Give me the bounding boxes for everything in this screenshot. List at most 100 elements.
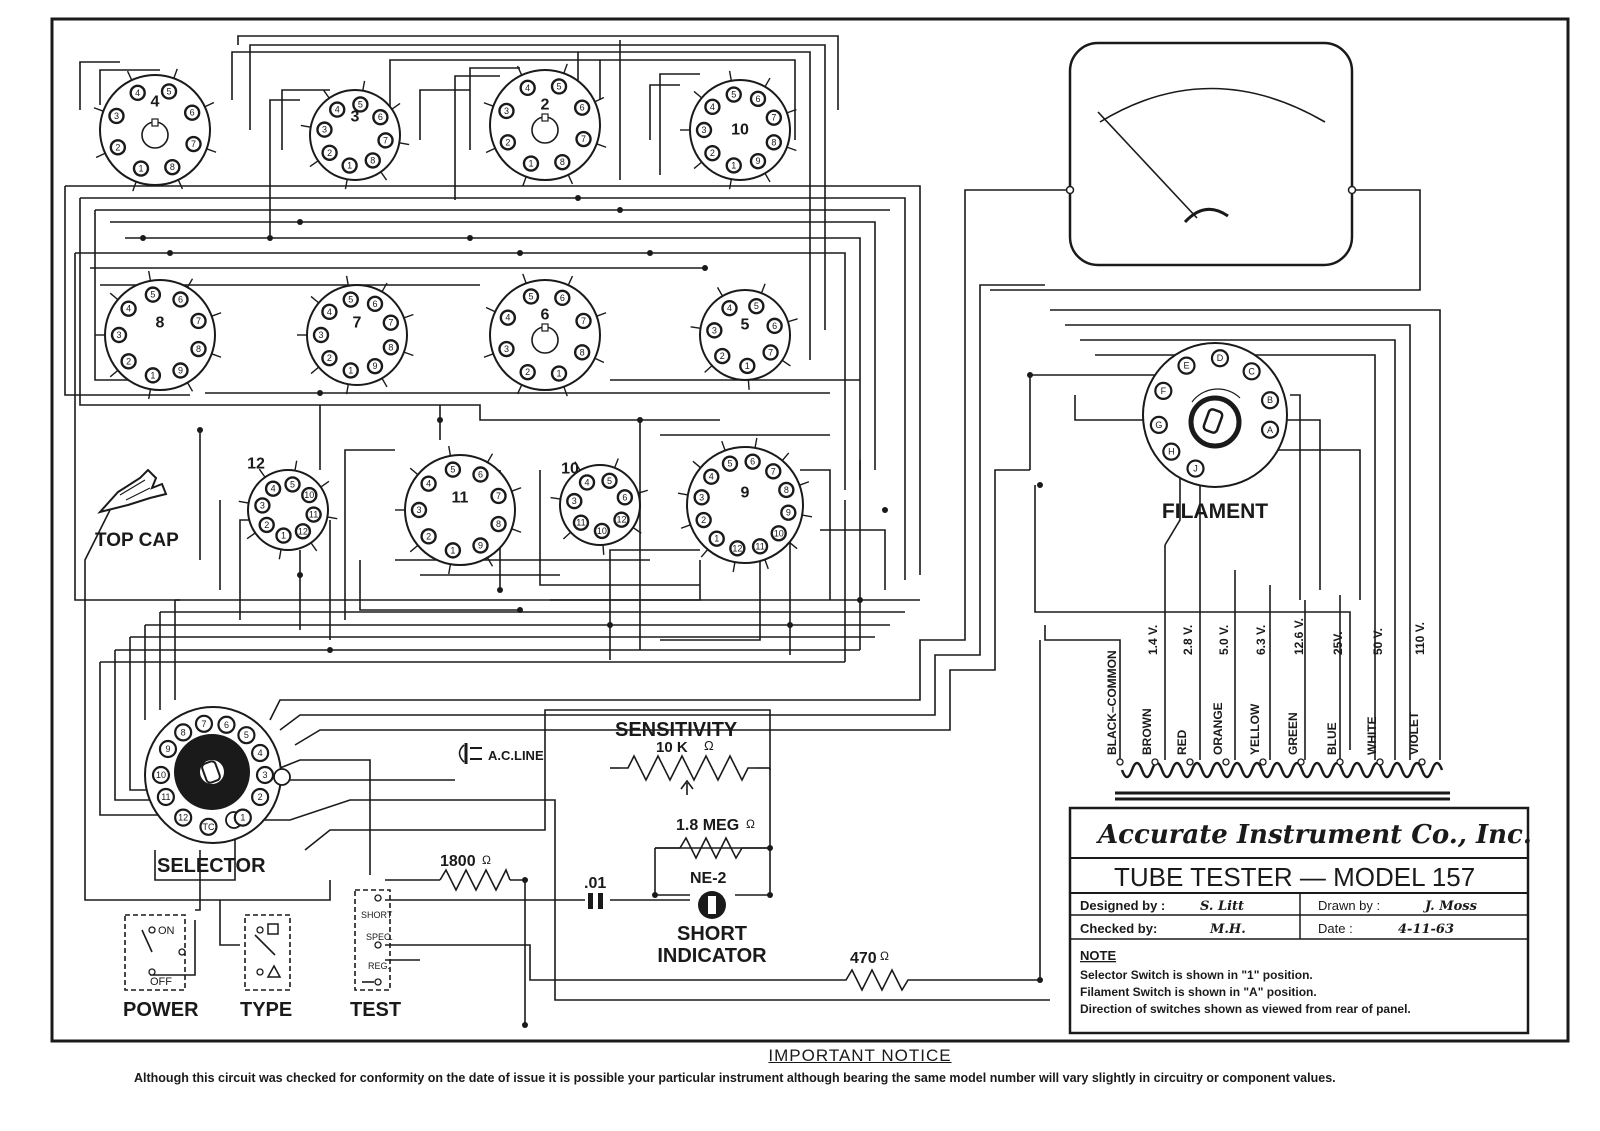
socket-pin-label: 2 bbox=[426, 531, 431, 541]
socket-pin-label: 6 bbox=[622, 492, 627, 502]
drawn-by: J. Moss bbox=[1422, 899, 1478, 914]
socket-pin-label: 4 bbox=[327, 307, 332, 317]
test-spec-label: SPEC. bbox=[366, 932, 393, 942]
socket-pin-label: 11 bbox=[755, 541, 764, 551]
socket-pin bbox=[762, 344, 779, 361]
socket-pin-label: 6 bbox=[478, 469, 483, 479]
selector-pin-label: 9 bbox=[165, 744, 170, 754]
socket-pin-label: 4 bbox=[135, 88, 140, 98]
socket-pin-label: 1 bbox=[731, 160, 736, 170]
socket-pin-label: 2 bbox=[115, 142, 120, 152]
power-label: POWER bbox=[123, 999, 199, 1021]
socket-pin bbox=[703, 468, 720, 485]
short-indicator-2: INDICATOR bbox=[657, 945, 767, 967]
socket-pin-label: 5 bbox=[358, 99, 363, 109]
socket-pin bbox=[593, 522, 611, 540]
socket-pin bbox=[190, 312, 207, 330]
socket-pin-label: 1 bbox=[347, 161, 352, 171]
socket-pin bbox=[312, 326, 330, 344]
socket-pin-label: 6 bbox=[372, 299, 377, 309]
transformer-tap bbox=[1116, 758, 1124, 766]
tap-color-label: ORANGE bbox=[1211, 702, 1225, 755]
tap-voltage-label: 110 V. bbox=[1413, 622, 1427, 655]
socket-pin bbox=[573, 344, 591, 361]
socket-pin-label: 2 bbox=[710, 148, 715, 158]
socket-pin bbox=[264, 480, 282, 497]
socket-pin bbox=[172, 362, 189, 379]
socket-pin bbox=[729, 540, 746, 557]
socket-pin-label: 5 bbox=[727, 459, 732, 469]
socket-pin-label: 5 bbox=[528, 291, 533, 301]
socket-pin bbox=[578, 474, 596, 491]
socket-pin bbox=[770, 525, 787, 542]
socket-number: 6 bbox=[541, 307, 550, 324]
filament-pin-label: C bbox=[1248, 366, 1255, 376]
socket-pin-label: 2 bbox=[327, 353, 332, 363]
socket-pin bbox=[498, 340, 515, 358]
socket-pin bbox=[120, 353, 137, 370]
diagram-frame bbox=[50, 17, 1570, 1043]
socket-pin bbox=[554, 153, 571, 171]
socket-pin-label: 4 bbox=[505, 313, 510, 323]
tap-color-label: GREEN bbox=[1286, 712, 1300, 755]
socket-pin bbox=[284, 476, 301, 493]
tap-color-label: RED bbox=[1175, 729, 1189, 755]
socket-pin bbox=[144, 367, 162, 384]
socket-pin-label: 2 bbox=[701, 515, 706, 525]
socket-pin-label: 8 bbox=[771, 137, 776, 147]
socket-pin-label: 6 bbox=[190, 108, 195, 118]
selector-pin bbox=[151, 765, 171, 785]
socket-pin bbox=[472, 466, 489, 483]
socket-pin-label: 3 bbox=[572, 496, 577, 506]
socket-pin bbox=[744, 453, 761, 470]
ohm-symbol-4: Ω bbox=[880, 949, 889, 963]
socket-pin-label: 3 bbox=[712, 325, 717, 335]
power-off-label: OFF bbox=[150, 976, 172, 988]
socket-pin-label: 4 bbox=[584, 477, 589, 487]
socket-pin bbox=[778, 481, 795, 499]
socket-pin bbox=[301, 486, 318, 504]
socket-pin-label: 1 bbox=[348, 365, 353, 375]
socket-pin-label: 3 bbox=[416, 505, 421, 515]
socket-pin-label: 5 bbox=[450, 465, 455, 475]
selector-pin bbox=[251, 743, 270, 763]
filament-pin bbox=[1177, 356, 1196, 375]
socket-pin-label: 11 bbox=[576, 518, 585, 528]
selector-pin bbox=[158, 739, 178, 759]
socket-pin bbox=[366, 357, 384, 375]
socket-pin bbox=[575, 130, 592, 148]
socket-pin-label: 1 bbox=[557, 369, 562, 379]
socket-pin-label: 3 bbox=[116, 330, 121, 340]
tap-voltage-label: 2.8 V. bbox=[1181, 625, 1195, 655]
socket-pin bbox=[490, 515, 507, 533]
socket-pin-label: 3 bbox=[701, 125, 706, 135]
c-01-label: .01 bbox=[584, 875, 606, 892]
socket-pin-label: 6 bbox=[580, 103, 585, 113]
socket-pin bbox=[164, 158, 181, 176]
tap-color-label: BLACK–COMMON bbox=[1105, 650, 1119, 755]
socket-pin bbox=[616, 489, 634, 506]
filament-pin-label: G bbox=[1155, 420, 1162, 430]
filament-pin-label: D bbox=[1217, 353, 1224, 363]
meter-pivot bbox=[1183, 207, 1229, 224]
socket-pin-label: 7 bbox=[581, 134, 586, 144]
socket-pin bbox=[566, 492, 583, 510]
top-cap-label: TOP CAP bbox=[95, 530, 179, 551]
selector-pin bbox=[217, 715, 236, 734]
ne2-label: NE-2 bbox=[690, 870, 727, 887]
selector-pin-label: TC bbox=[202, 822, 214, 832]
filament-pin-label: E bbox=[1183, 361, 1189, 371]
note-title: NOTE bbox=[1080, 948, 1116, 963]
power-switch bbox=[124, 914, 186, 991]
socket-pin-label: 1 bbox=[150, 370, 155, 380]
note-line-3: Direction of switches shown as viewed fr… bbox=[1080, 1002, 1411, 1016]
socket-pin-label: 6 bbox=[772, 321, 777, 331]
socket-pin-label: 5 bbox=[607, 476, 612, 486]
transformer-tap bbox=[1151, 758, 1159, 766]
socket-pin bbox=[554, 289, 571, 307]
